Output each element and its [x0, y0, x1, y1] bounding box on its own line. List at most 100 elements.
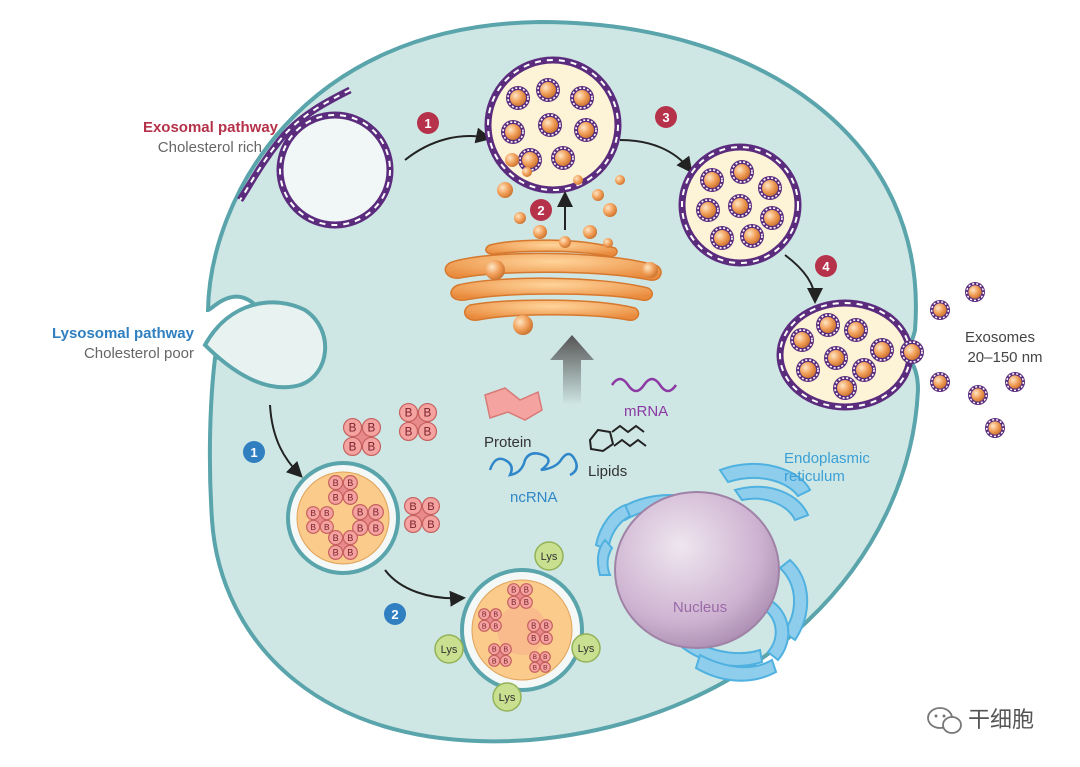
b-cholesterol-icon: B [529, 661, 541, 673]
b-cholesterol-icon: B [529, 651, 541, 663]
ncrna-icon [488, 452, 578, 477]
svg-text:B: B [511, 598, 516, 607]
exosomes-size-label: 20–150 nm [967, 349, 1042, 366]
svg-text:B: B [524, 598, 529, 607]
b-cholesterol-icon: B [361, 436, 382, 457]
b-cholesterol-icon: B [342, 417, 363, 438]
b-cholesterol-icon: B [421, 514, 441, 534]
protein-icon [484, 387, 543, 421]
svg-text:B: B [544, 621, 549, 630]
b-cholesterol-icon: B [398, 402, 419, 423]
wechat-icon [927, 707, 962, 734]
b-cholesterol-icon: B [527, 631, 541, 645]
b-cholesterol-icon: B [519, 595, 533, 609]
b-cholesterol-icon: B [417, 421, 438, 442]
lys-marker: Lys [434, 634, 464, 664]
b-cholesterol-icon: B [527, 619, 541, 633]
svg-text:B: B [493, 622, 498, 630]
b-cholesterol-icon: B [539, 661, 551, 673]
svg-text:B: B [409, 519, 416, 531]
golgi-apparatus [444, 239, 662, 335]
b-cholesterol-icon: B [417, 402, 438, 423]
b-cholesterol-icon: B [421, 496, 441, 516]
b-cholesterol-icon: B [499, 643, 512, 656]
b-cholesterol-icon: B [398, 421, 419, 442]
svg-text:B: B [347, 548, 353, 558]
b-cholesterol-icon: B [488, 654, 501, 667]
svg-text:B: B [511, 585, 516, 594]
lyso-step-1-badge: 1 [243, 441, 265, 463]
lipids-icon [588, 424, 647, 453]
svg-text:B: B [349, 422, 357, 435]
b-cholesterol-icon: B [352, 504, 369, 521]
b-cholesterol-icon: B [306, 519, 321, 534]
b-cholesterol-icon: B [352, 519, 369, 536]
svg-text:B: B [503, 646, 508, 654]
watermark: 干细胞 [927, 707, 1034, 734]
svg-text:B: B [524, 585, 529, 594]
b-cholesterol-icon: B [403, 514, 423, 534]
exo-step-1-badge: 1 [417, 112, 439, 134]
svg-text:B: B [347, 493, 353, 503]
svg-text:B: B [349, 441, 357, 454]
svg-text:B: B [544, 634, 549, 643]
svg-text:B: B [333, 533, 339, 543]
b-cholesterol-icon: B [361, 417, 382, 438]
lys-marker: Lys [492, 682, 522, 712]
exosomal-pathway-subtitle: Cholesterol rich [158, 139, 262, 156]
svg-text:B: B [533, 665, 537, 672]
svg-text:B: B [333, 478, 339, 488]
lysosomal-pathway-title: Lysosomal pathway [52, 325, 195, 342]
lyso-arrow-1 [269, 404, 303, 478]
b-cholesterol-icon: B [499, 654, 512, 667]
b-cholesterol-icon: B [478, 619, 491, 632]
exo-step-2-badge: 2 [530, 199, 552, 221]
svg-text:B: B [405, 407, 413, 420]
b-cholesterol-icon: B [306, 506, 321, 521]
lipids-label: Lipids [588, 463, 627, 480]
lys-marker: Lys [571, 633, 601, 663]
lys-marker: Lys [534, 541, 564, 571]
exo-step-4-text: 4 [822, 259, 830, 274]
er-label-line2: reticulum [784, 468, 845, 485]
b-cholesterol-icon: B [328, 489, 344, 505]
svg-text:B: B [324, 522, 330, 532]
mvb-right [678, 143, 802, 267]
svg-text:B: B [347, 478, 353, 488]
exo-arrow-1 [404, 127, 492, 161]
svg-text:B: B [373, 508, 380, 519]
svg-text:Lys: Lys [541, 551, 558, 563]
b-cholesterol-icon: B [319, 506, 334, 521]
svg-text:B: B [427, 501, 434, 513]
svg-text:B: B [405, 426, 413, 439]
exo-step-3-badge: 3 [655, 106, 677, 128]
svg-text:B: B [503, 657, 508, 665]
b-cholesterol-icon: B [367, 504, 384, 521]
exo-arrow-3 [619, 139, 693, 174]
mrna-icon [610, 377, 678, 393]
svg-text:Lys: Lys [499, 692, 516, 704]
b-cholesterol-icon: B [489, 619, 502, 632]
b-cholesterol-icon: B [328, 544, 344, 560]
lyso-arrow-2 [384, 569, 466, 607]
exo-step-2-text: 2 [537, 203, 544, 218]
early-endosome [276, 111, 394, 229]
exo-step-1-text: 1 [424, 116, 431, 131]
lysosomal-pathway-subtitle: Cholesterol poor [84, 345, 194, 362]
ncrna-label: ncRNA [510, 489, 558, 506]
svg-text:B: B [324, 508, 330, 518]
svg-text:B: B [482, 611, 487, 619]
nucleus [614, 491, 780, 649]
svg-text:B: B [493, 611, 498, 619]
lyso-step-2-text: 2 [391, 607, 398, 622]
lyso-endosome [286, 461, 400, 575]
svg-text:B: B [531, 634, 536, 643]
b-cholesterol-icon: B [342, 475, 358, 491]
nucleus-label: Nucleus [673, 599, 727, 616]
watermark-text: 干细胞 [968, 708, 1034, 733]
b-cholesterol-icon: B [342, 489, 358, 505]
svg-text:B: B [357, 508, 364, 519]
